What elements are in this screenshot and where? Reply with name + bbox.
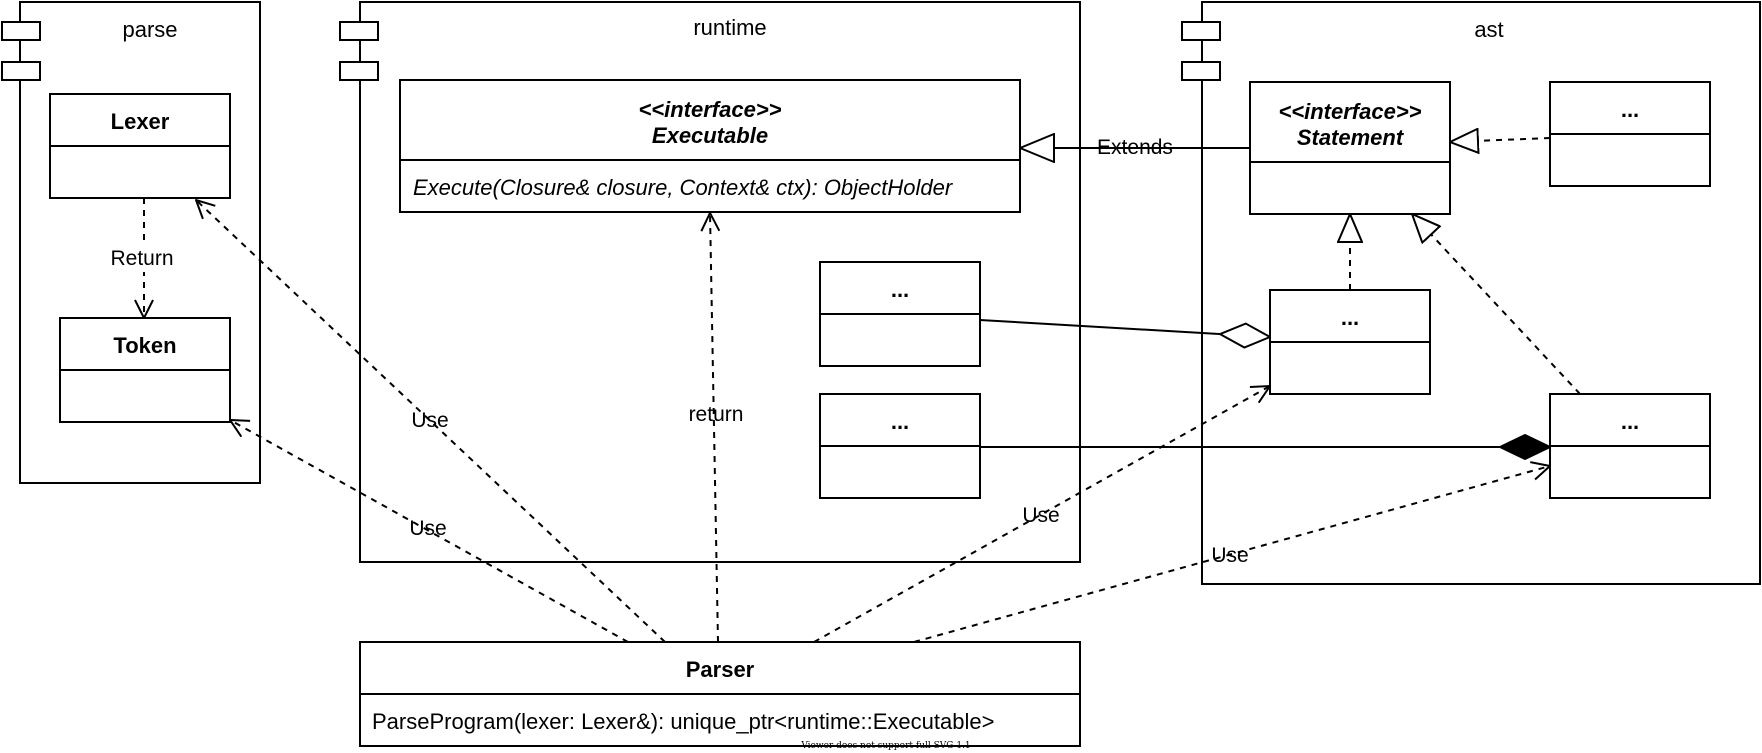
stereotype-label: <<interface>>	[638, 97, 781, 122]
edge-label-use: Use	[1022, 504, 1059, 527]
edge-ast-top-realizes-statement	[1450, 138, 1551, 142]
edge-label-extends: Extends	[1097, 136, 1173, 159]
viewer-warning: Viewer does not support full SVG 1.1	[800, 741, 970, 751]
interface-statement: <<interface>> Statement	[1249, 81, 1451, 215]
package-tab-lower	[339, 61, 379, 81]
package-title-ast: ast	[1474, 17, 1503, 42]
edge-label-bg	[108, 244, 178, 272]
class-ast-impl-top: ...	[1549, 81, 1711, 187]
edge-label-return: return	[689, 403, 744, 426]
class-name: ...	[1621, 409, 1639, 434]
edge-label-use: Use	[409, 517, 446, 540]
class-ast-impl-bottom: ...	[1549, 393, 1711, 499]
edge-label-use: Use	[411, 409, 448, 432]
interface-executable: <<interface>> Executable Execute(Closure…	[399, 79, 1021, 213]
edge-parser-uses-ast-mid	[813, 386, 1270, 643]
class-name: Statement	[1297, 125, 1405, 150]
package-title-runtime: runtime	[693, 15, 766, 40]
class-name: Executable	[652, 123, 768, 148]
package-tab-lower	[1181, 61, 1221, 81]
edge-parser-uses-ast-bottom	[913, 466, 1550, 643]
edge-label-use: Use	[1211, 544, 1248, 567]
edge-label-return: Return	[110, 247, 173, 270]
class-token: Token	[59, 317, 231, 423]
method-parse-program: ParseProgram(lexer: Lexer&): unique_ptr<…	[372, 709, 994, 734]
edge-aggregation	[979, 319, 1270, 337]
edge-ast-bottom-realizes-statement	[1412, 214, 1581, 395]
method-execute: Execute(Closure& closure, Context& ctx):…	[413, 175, 954, 200]
class-name: ...	[1621, 97, 1639, 122]
package-title-parse: parse	[122, 17, 177, 42]
package-tab-upper	[339, 21, 379, 41]
stereotype-label: <<interface>>	[1278, 99, 1421, 124]
class-name: ...	[891, 409, 909, 434]
class-name: ...	[891, 277, 909, 302]
class-name: Token	[113, 333, 176, 358]
class-name: Parser	[686, 657, 755, 682]
class-runtime-impl-2: ...	[819, 393, 981, 499]
class-parser: Parser ParseProgram(lexer: Lexer&): uniq…	[359, 641, 1081, 747]
class-runtime-impl-1: ...	[819, 261, 981, 367]
class-name: Lexer	[111, 109, 170, 134]
edge-parser-uses-token	[230, 420, 629, 643]
package-tab-upper	[1, 21, 41, 41]
class-ast-impl-mid: ...	[1269, 289, 1431, 395]
package-tab-upper	[1181, 21, 1221, 41]
class-lexer: Lexer	[49, 93, 231, 199]
class-name: ...	[1341, 305, 1359, 330]
package-tab-lower	[1, 61, 41, 81]
